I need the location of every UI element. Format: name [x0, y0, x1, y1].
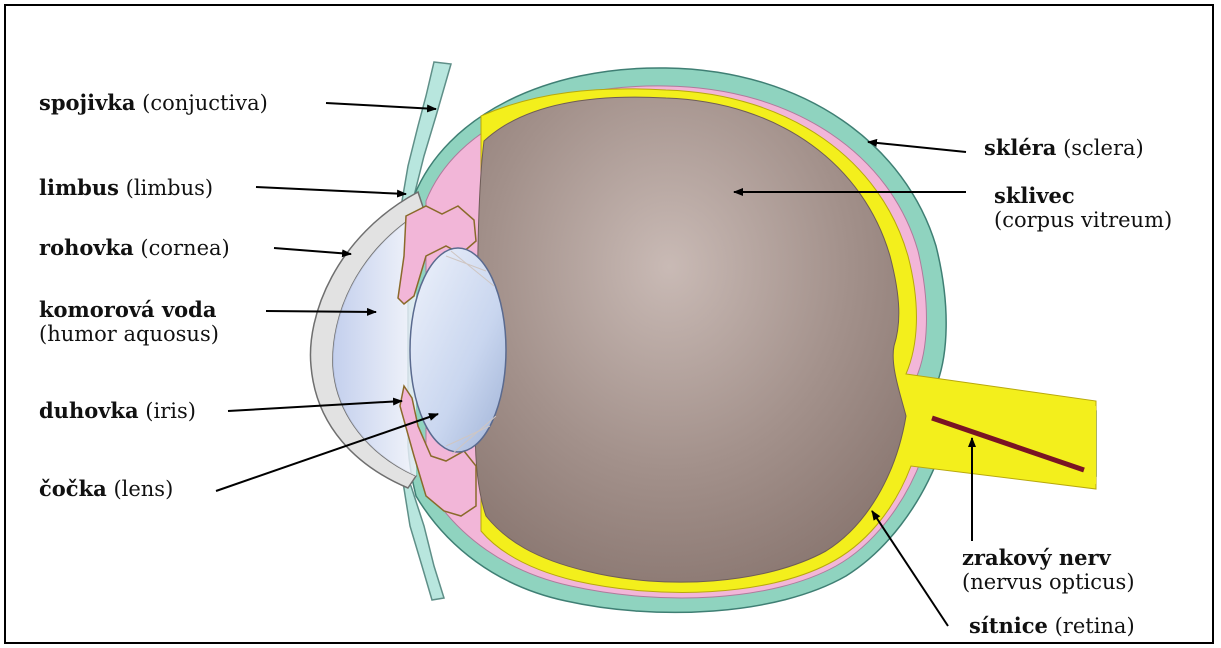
diagram-frame: spojivka (conjuctiva) limbus (limbus) ro…	[4, 4, 1214, 644]
label-sklivec: sklivec (corpus vitreum)	[994, 184, 1172, 232]
arrow-limbus	[256, 187, 406, 194]
label-duhovka: duhovka (iris)	[39, 399, 196, 423]
label-sklera: skléra (sclera)	[984, 136, 1144, 160]
arrow-spojivka	[326, 103, 436, 109]
arrow-sklera	[868, 142, 966, 152]
arrow-komorova	[266, 311, 376, 312]
arrow-rohovka	[274, 248, 351, 254]
label-sitnice: sítnice (retina)	[969, 614, 1135, 638]
label-limbus: limbus (limbus)	[39, 176, 213, 200]
arrow-sitnice	[872, 511, 948, 626]
label-komorova-voda: komorová voda (humor aquosus)	[39, 298, 219, 346]
label-spojivka: spojivka (conjuctiva)	[39, 91, 268, 115]
label-zrakovy-nerv: zrakový nerv (nervus opticus)	[962, 546, 1135, 594]
label-rohovka: rohovka (cornea)	[39, 236, 230, 260]
label-cocka: čočka (lens)	[39, 477, 173, 501]
lens-shape	[410, 248, 506, 452]
